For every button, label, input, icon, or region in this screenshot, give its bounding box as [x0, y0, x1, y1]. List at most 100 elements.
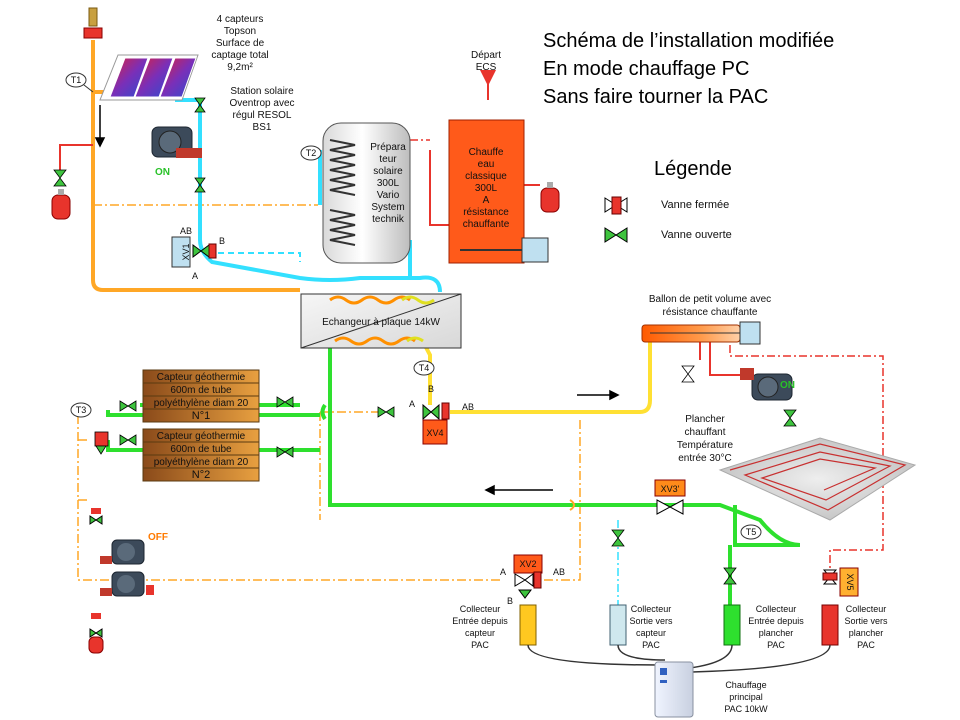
geo2-label-2: 600m de tube [170, 444, 232, 455]
collectors-label-4: captage total [211, 50, 268, 61]
expansion-vessel-icon [88, 636, 104, 654]
expansion-vessel-icon [540, 182, 560, 213]
expansion-vessel-icon [51, 189, 71, 220]
geo-pump-icon [100, 571, 145, 597]
geo1-label-3: polyéthylène diam 20 [154, 398, 249, 409]
geo-pump-icon [100, 539, 145, 565]
preparateur-label-6: System [371, 202, 404, 213]
svg-text:T1: T1 [71, 75, 82, 85]
xv2-port-a: A [500, 567, 506, 577]
xv2-label: XV2 [519, 559, 536, 569]
collector-inputs [519, 604, 839, 646]
station-label-3: régul RESOL [233, 110, 292, 121]
floor-label-1: Plancher [685, 414, 725, 425]
orange-dashdot-lines [77, 204, 581, 581]
geo-collector-1 [142, 369, 260, 423]
geo1-label-2: 600m de tube [170, 385, 232, 396]
air-vent-icon [83, 7, 103, 39]
chauffe-eau-label-7: chauffante [463, 219, 510, 230]
preparateur-label-5: Vario [377, 190, 400, 201]
plate-exchanger [300, 293, 462, 349]
collector2-label-4: PAC [642, 640, 660, 650]
xv2-port-ab: AB [553, 567, 565, 577]
geo2-label-1: Capteur géothermie [157, 431, 246, 442]
collector1-label-4: PAC [471, 640, 489, 650]
preparateur-label-2: teur [379, 154, 397, 165]
legend-valve-open-icon [604, 227, 628, 243]
flow-arrows [94, 105, 620, 496]
collector3-label-3: plancher [759, 628, 794, 638]
xv5-label: XV5 [845, 573, 855, 590]
collectors-label-3: Surface de [216, 38, 265, 49]
xv4-label: XV4 [426, 428, 443, 438]
geo2-label-4: N°2 [192, 469, 210, 481]
valve-xv5 [822, 567, 859, 597]
sensor-t1: T1 [65, 72, 94, 93]
xv4-port-a: A [409, 399, 415, 409]
collector4-label-4: PAC [857, 640, 875, 650]
sensor-t4: T4 [413, 360, 435, 376]
sensor-t5: T5 [740, 524, 762, 540]
collector2-label-1: Collecteur [631, 604, 672, 614]
xv4-port-b: B [428, 384, 434, 394]
chauffe-eau-tank [448, 119, 549, 264]
chauffe-eau-label-1: Chauffe [469, 147, 504, 158]
preparateur-label-4: 300L [377, 178, 400, 189]
collectors-label-5: 9,2m² [227, 62, 253, 73]
collector1-label-2: Entrée depuis [452, 616, 508, 626]
preparateur-label-7: technik [372, 214, 405, 225]
title-line-1: Schéma de l’installation modifiée [543, 30, 834, 52]
geo2-label-3: polyéthylène diam 20 [154, 457, 249, 468]
xv1-port-b: B [219, 236, 225, 246]
cyan-dashed [218, 252, 301, 262]
floor-heating-image [718, 437, 917, 521]
preparateur-label-3: solaire [373, 166, 403, 177]
collector4-label-3: plancher [849, 628, 884, 638]
collector3-label-1: Collecteur [756, 604, 797, 614]
collector1-label-1: Collecteur [460, 604, 501, 614]
collector3-label-2: Entrée depuis [748, 616, 804, 626]
red-lines [59, 75, 740, 376]
sensor-t2: T2 [300, 145, 322, 161]
geo1-label-4: N°1 [192, 410, 210, 422]
preparateur-tank [322, 122, 411, 264]
red-dashdot [410, 139, 884, 580]
legend-closed-label: Vanne fermée [661, 199, 729, 211]
valve-xv2 [513, 554, 543, 599]
open-valves [53, 97, 797, 585]
floor-label-4: entrée 30°C [678, 453, 731, 464]
title-line-3: Sans faire tourner la PAC [543, 86, 768, 108]
pac-hoses [527, 644, 831, 673]
collector1-label-3: capteur [465, 628, 495, 638]
legend-open-label: Vanne ouverte [661, 229, 732, 241]
xv4-port-ab: AB [462, 402, 474, 412]
pac-label-1: Chauffage [725, 680, 766, 690]
chauffe-eau-label-4: 300L [475, 183, 498, 194]
floor-label-3: Température [677, 440, 734, 451]
xv1-port-ab: AB [180, 226, 192, 236]
floor-pump-icon [740, 368, 793, 401]
xv1-label: XV1 [181, 243, 191, 260]
station-label-4: BS1 [253, 122, 272, 133]
floor-label-2: chauffant [685, 427, 726, 438]
depart-label-1: Départ [471, 50, 501, 61]
exchanger-label: Echangeur à plaque 14kW [322, 317, 440, 328]
ballon-tank [641, 321, 761, 345]
collector3-label-4: PAC [767, 640, 785, 650]
valve-xv3 [654, 479, 686, 515]
svg-text:T5: T5 [746, 527, 757, 537]
collector4-label-2: Sortie vers [844, 616, 888, 626]
collector4-label-1: Collecteur [846, 604, 887, 614]
solar-pump-icon [151, 126, 202, 158]
xv2-port-b: B [507, 596, 513, 606]
valve-xv4 [422, 402, 450, 445]
valve-xv1 [171, 236, 217, 268]
title-line-2: En mode chauffage PC [543, 58, 749, 80]
solar-collectors [99, 54, 199, 101]
collector2-label-3: capteur [636, 628, 666, 638]
pac-label-3: PAC 10kW [724, 704, 768, 714]
xv3-label: XV3' [661, 484, 680, 494]
svg-text:T4: T4 [419, 363, 430, 373]
